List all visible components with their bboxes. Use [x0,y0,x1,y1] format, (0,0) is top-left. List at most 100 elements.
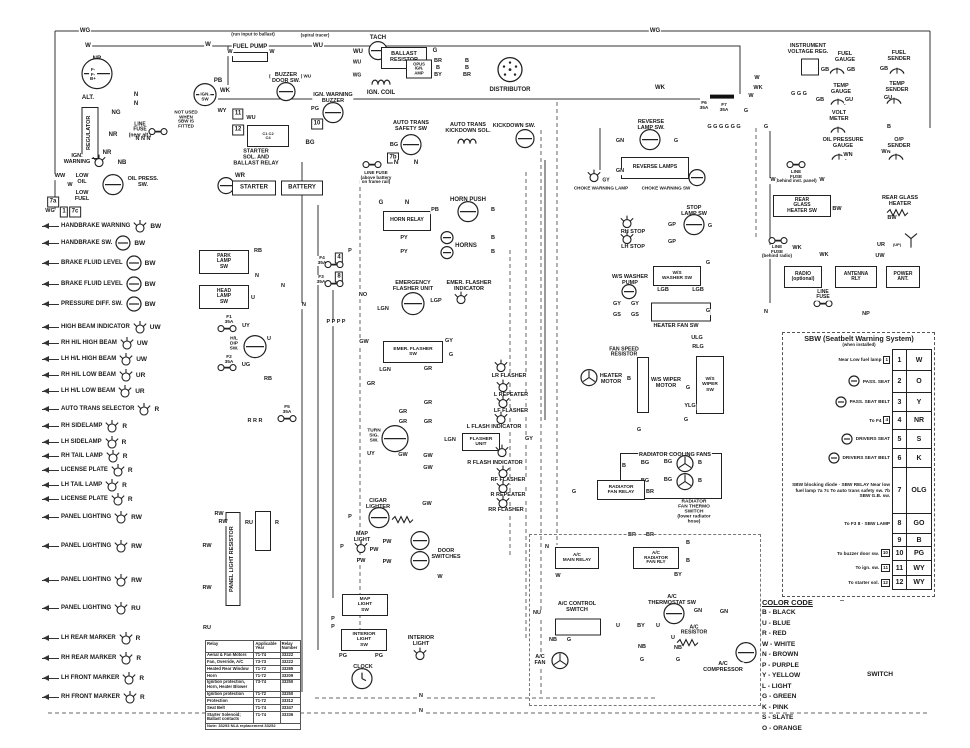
wire-label: GN [614,138,626,145]
wire-color-code: UW [149,323,161,331]
ground-arrow-icon [42,635,59,641]
wire-label: GU [882,95,894,102]
ground-arrow-icon [42,260,59,266]
wire-label: WG [78,27,92,35]
starter-sol-relay-box: C1 C2 C4 [247,125,289,147]
wire-label: WK [752,85,764,92]
fuse-f2-label: F2 35A [223,354,235,366]
switch-icon [827,451,841,465]
rh-stop-label: RH STOP [619,229,647,236]
wire-label: BG [662,477,674,484]
ign-coil-label: IGN. COIL [365,89,397,97]
fuse-f7-label: F7 35A [718,102,730,114]
instrument-voltage-reg-label: INSTRUMENT VOLTAGE REG. [786,43,830,56]
ign-warning-buzzer [321,101,345,130]
sbw-row-label: To buzzer door sw.10 [836,549,890,558]
sbw-row-label: SBW blocking diode · SBW RELAY Near low … [792,482,890,498]
wire-label: UY [366,451,376,458]
wire-label: R R R [246,418,264,425]
sbw-wire-code: WY [907,560,932,576]
sbw-row-7: SBW blocking diode · SBW RELAY Near low … [786,467,932,514]
component-label: LH H/L HIGH BEAM [61,355,117,363]
color-code-yellow: Y - YELLOW [762,672,801,680]
wire-label: RB [253,248,263,255]
wire-label: U [655,623,661,630]
wire-label: G [742,108,750,115]
emergency-flasher-unit-label: EMERGENCY FLASHER UNIT [391,280,435,293]
relay-table-cell: 73-73 [253,658,281,667]
wire-label: N [403,199,411,207]
ground-item-handbrake-sw: HANDBRAKE SW.BW [42,234,145,252]
component-label: RH FRONT MARKER [61,693,120,701]
kickdown-switch [514,128,536,155]
radiator-fan-relay-box: RADIATOR FAN RELAY [597,480,645,500]
lamp-icon [118,368,134,382]
wire-label: P [330,624,336,631]
wire-label: RLG [691,344,705,351]
component-label: LH SIDELAMP [61,438,102,446]
wire-label: NB [673,645,683,652]
turn-sig-sw-label: TURN SIG. SW. [366,428,382,444]
wire-label: B [490,249,496,256]
wire-label: GY [612,301,622,308]
wire-label: GY [630,301,640,308]
relay-table-cell: Aerial & Fan Motors [204,651,255,660]
lamp-symbol [493,359,509,378]
component-label: RH H/L LOW BEAM [61,371,116,379]
ground-item-rh-front-marker: RH FRONT MARKER R [42,690,145,704]
wire-label: P [347,514,353,521]
distributor-symbol [496,56,524,89]
component-label: LICENSE PLATE [61,495,108,503]
oil-press-label: OIL PRESS. SW. [126,176,160,189]
fuel-pump-box [232,52,268,62]
switch-icon [125,295,143,313]
fan-symbol [676,473,694,496]
wire-label: GP [667,222,677,229]
sbw-connection-tag: 1 [883,355,890,364]
fuse-symbol [277,412,297,429]
map-light-label: MAP LIGHT [352,531,372,544]
fuel-sender-label: FUEL SENDER [886,50,912,63]
component-label: PANEL LIGHTING [61,513,112,521]
fan-symbol [676,455,694,478]
wire-label: BR [433,58,443,65]
component-label: LH TAIL LAMP [61,481,103,489]
wire-label: G [682,417,690,424]
wire-label: W [204,41,212,49]
wire-label: N [392,159,400,167]
wire-label: B [685,558,691,565]
wire-color-code: BW [144,259,156,267]
ground-arrow-icon [42,406,59,412]
wire-color-code: R [140,693,145,701]
component-label: RH REAR MARKER [61,654,117,662]
switch-icon [847,374,861,388]
wire-label: N [544,544,550,551]
wire-label: WN [880,149,892,156]
fuse-f3-label: F3 35A [315,274,327,286]
sbw-tag-7a: 7a [47,196,59,208]
heater-motor-symbol [580,369,598,392]
ground-arrow-icon [42,577,59,583]
wire-label: WK [219,87,231,95]
emergency-flasher-unit [400,291,426,322]
wire-color-code: R [135,634,141,642]
wire-label: N [280,283,286,290]
wire-label: P [339,544,345,551]
relay-table-cell: 71-74 [253,704,281,713]
wire-label: WG [648,27,662,35]
fuel-pump-label: FUEL PUMP [231,43,269,51]
relay-table-cell: 33336 [279,711,302,724]
wire-label: W [84,42,92,50]
component-label: LH REAR MARKER [61,634,116,642]
buzzer-door-sw-label: BUZZER DOOR SW. [270,72,302,85]
wire-label: PW [381,539,393,546]
